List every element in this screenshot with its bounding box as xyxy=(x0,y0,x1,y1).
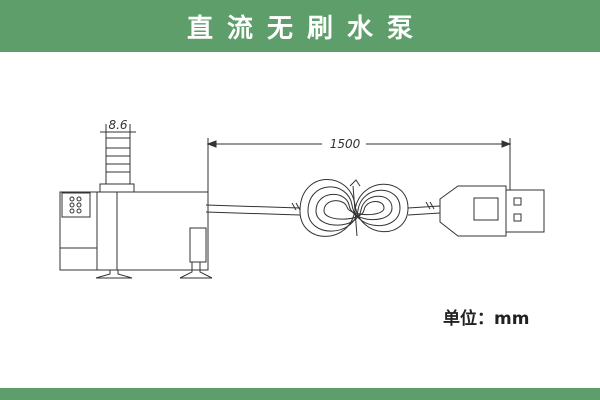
unit-label: 单位：mm xyxy=(443,309,530,329)
dimension-arrow xyxy=(206,140,217,148)
page-title: 直流无刷水泵 xyxy=(186,13,427,44)
grille-hole xyxy=(76,202,82,208)
usb-plug-body xyxy=(439,185,507,237)
dimension-arrow xyxy=(501,140,512,148)
grille-hole xyxy=(69,202,75,208)
grille-hole xyxy=(69,196,75,202)
grille-hole xyxy=(76,208,82,214)
suction-foot-left xyxy=(95,270,133,279)
cable-length-label: 1500 xyxy=(330,137,361,151)
cable-segment xyxy=(205,204,301,209)
cable-coil xyxy=(307,186,401,232)
power-cable xyxy=(205,179,441,237)
grille-hole xyxy=(76,196,82,202)
suction-foot-right xyxy=(179,262,213,279)
cable-coil xyxy=(323,200,385,220)
usb-pin-hole xyxy=(513,213,522,222)
header-banner: 直流无刷水泵 xyxy=(0,0,600,52)
pump-body xyxy=(59,137,213,279)
cable-length-dimension xyxy=(206,138,512,205)
cable-tick xyxy=(425,201,431,210)
cable-segment xyxy=(407,205,441,209)
cable-tie xyxy=(352,185,358,237)
cable-boss xyxy=(189,227,207,263)
usb-pin-hole xyxy=(513,197,522,206)
cable-tick xyxy=(295,202,301,211)
cable-tie xyxy=(349,179,361,187)
nozzle-diameter-label: 8.6 xyxy=(108,118,127,132)
footer-bar xyxy=(0,388,600,400)
cable-segment xyxy=(407,212,441,216)
grille-hole xyxy=(69,208,75,214)
usb-logo-box xyxy=(473,197,499,221)
cable-coil xyxy=(299,179,409,237)
inlet-grille xyxy=(61,192,91,218)
outlet-nozzle xyxy=(105,137,131,185)
cable-coil xyxy=(315,193,393,226)
outlet-base xyxy=(99,183,135,193)
cable-tick xyxy=(291,202,297,211)
pump-housing xyxy=(59,191,209,271)
usb-connector xyxy=(505,189,545,233)
nozzle-dimension xyxy=(100,124,136,138)
cable-tick xyxy=(429,201,435,210)
cable-segment xyxy=(205,211,301,216)
usb-plug xyxy=(439,185,545,237)
